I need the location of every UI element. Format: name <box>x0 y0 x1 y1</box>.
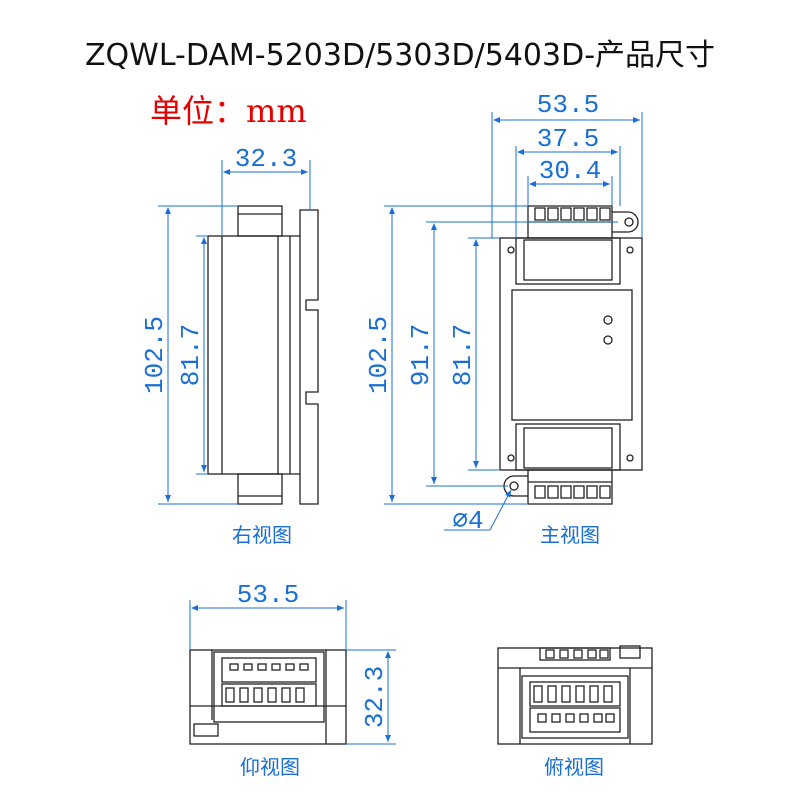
right-height-body-label: 81.7 <box>176 324 206 386</box>
right-view-label: 右视图 <box>232 523 292 547</box>
front-height-total-label: 102.5 <box>364 316 394 394</box>
top-view <box>497 645 653 745</box>
bottom-view-label: 仰视图 <box>240 755 300 779</box>
front-view-dimensions <box>384 112 643 531</box>
right-view-dimensions <box>158 160 311 505</box>
front-width-total-label: 53.5 <box>537 90 599 120</box>
bottom-view <box>189 649 347 745</box>
page-title: ZQWL-DAM-5203D/5303D/5403D-产品尺寸 <box>84 38 716 73</box>
front-height-body-label: 81.7 <box>448 324 478 386</box>
right-height-total-label: 102.5 <box>140 316 170 394</box>
hole-diameter-label: ⌀4 <box>452 506 483 536</box>
front-width-mid-label: 37.5 <box>537 124 599 154</box>
front-view <box>499 205 643 505</box>
front-view-label: 主视图 <box>540 523 600 547</box>
front-height-holes-label: 91.7 <box>406 324 436 386</box>
front-width-terminal-label: 30.4 <box>539 156 601 186</box>
right-width-label: 32.3 <box>235 144 297 174</box>
bottom-depth-label: 32.3 <box>360 666 390 728</box>
right-view <box>207 205 319 505</box>
top-view-label: 俯视图 <box>544 755 604 779</box>
bottom-view-dimensions <box>189 600 396 745</box>
unit-label: 单位：mm <box>150 92 307 130</box>
bottom-width-label: 53.5 <box>237 580 299 610</box>
